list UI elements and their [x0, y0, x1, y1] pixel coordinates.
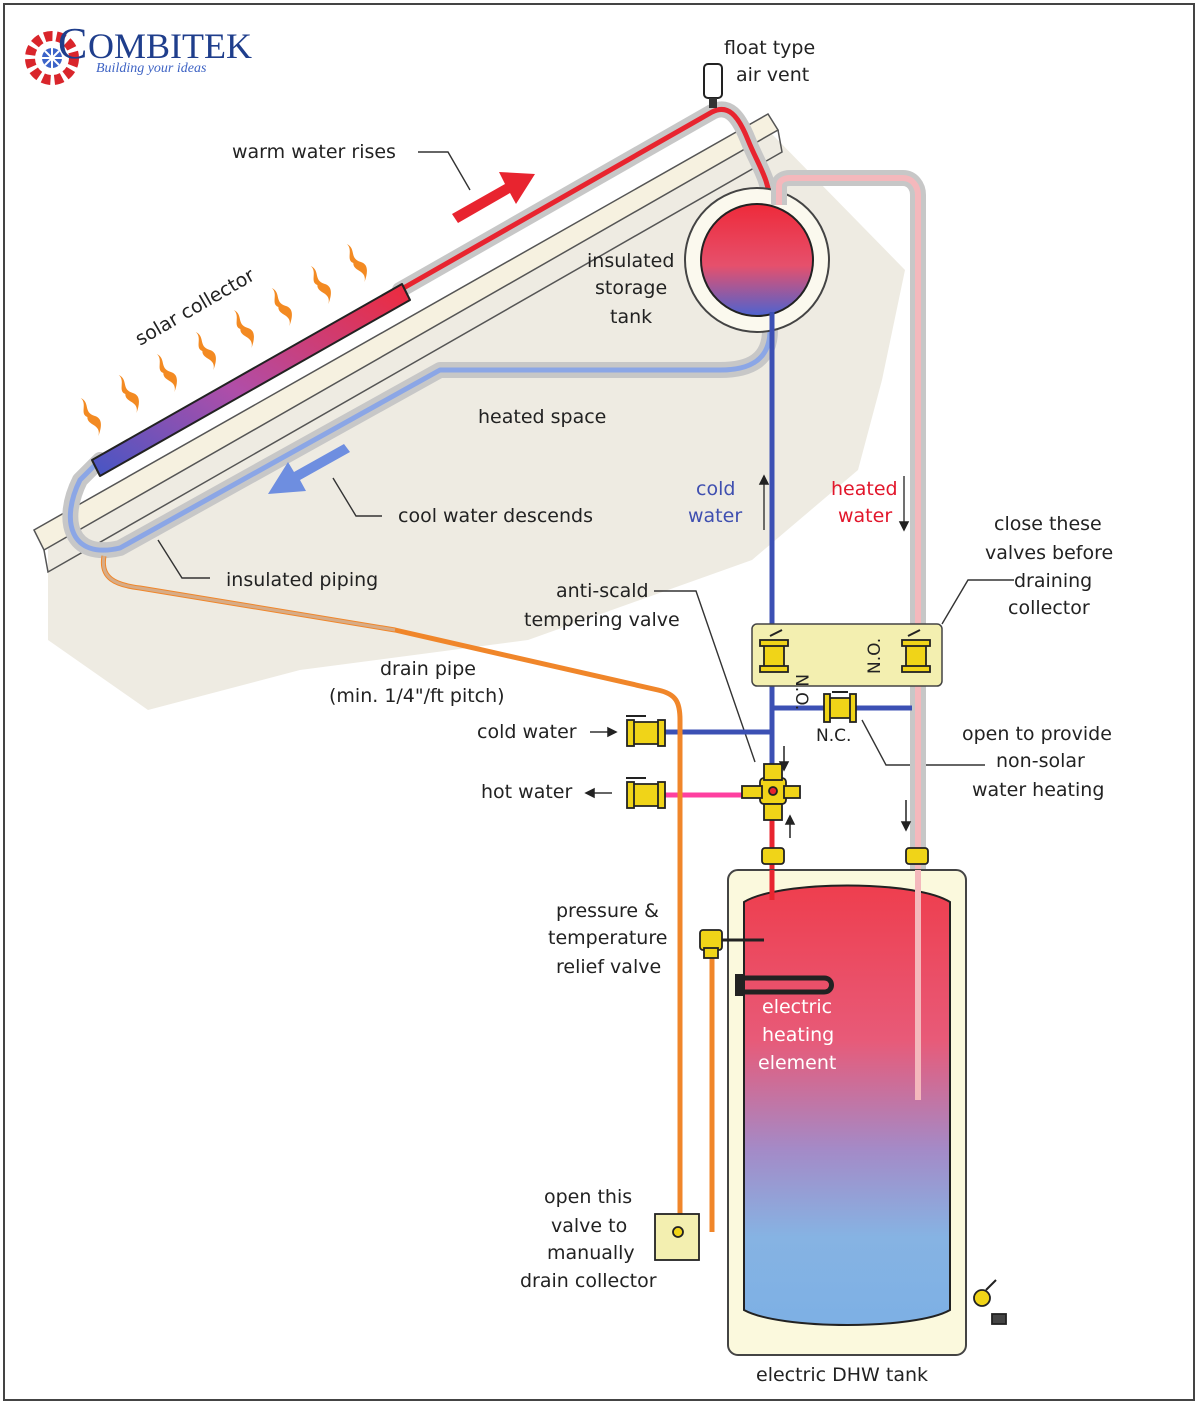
- label-insulated-piping: insulated piping: [226, 569, 378, 591]
- label-no-left: N.O.: [791, 674, 811, 710]
- tempering-valve-icon: [741, 763, 801, 821]
- valve-nc-icon: [823, 691, 857, 723]
- logo-initial: C: [58, 19, 87, 68]
- label-element-2: heating: [762, 1024, 834, 1046]
- valve-box: [751, 623, 943, 687]
- label-element-1: electric: [762, 996, 832, 1018]
- label-air-vent-1: float type: [724, 37, 815, 59]
- label-open-drain-2: valve to: [551, 1215, 627, 1237]
- heated-water-pipe: [776, 175, 921, 1100]
- heating-element-icon: [735, 974, 834, 996]
- label-anti-scald-1: anti-scald: [556, 580, 649, 602]
- logo-emblem-icon: [25, 31, 79, 85]
- warm-water-arrow: [452, 172, 535, 223]
- valve-cold-water-icon: [626, 715, 666, 747]
- label-cold-water-line: cold water: [477, 721, 577, 743]
- supply-pipe-red: [397, 106, 773, 293]
- tank-fitting-left-icon: [761, 847, 785, 865]
- drain-valve-box-icon: [654, 1213, 700, 1261]
- valve-no-left-icon: [759, 629, 789, 673]
- tank-fitting-right-icon: [905, 847, 929, 865]
- flow-arrows: [584, 474, 912, 838]
- label-air-vent-2: air vent: [736, 64, 809, 86]
- label-hot-water-line: hot water: [481, 781, 572, 803]
- label-storage-tank-3: tank: [610, 306, 652, 328]
- label-heated-water-vertical-2: water: [838, 505, 892, 527]
- roof-beam-edge: [43, 129, 783, 574]
- drain-pipe-insulation: [101, 555, 396, 632]
- label-warm-water: warm water rises: [232, 141, 396, 163]
- cool-water-arrow: [268, 444, 350, 494]
- label-close-valves-1: close these: [994, 513, 1102, 535]
- leader-lines: [157, 151, 1014, 794]
- air-vent-icon: [703, 63, 723, 108]
- label-anti-scald-2: tempering valve: [524, 609, 680, 631]
- label-pt-relief-2: temperature: [548, 927, 667, 949]
- label-pt-relief-1: pressure &: [556, 900, 659, 922]
- label-storage-tank-2: storage: [595, 277, 667, 299]
- label-close-valves-2: valves before: [985, 542, 1113, 564]
- storage-tank: [684, 187, 830, 333]
- pt-relief-valve-icon: [699, 929, 723, 959]
- label-open-provide-3: water heating: [972, 779, 1104, 801]
- combitek-logo: C OMBITEK Building your ideas: [25, 19, 252, 85]
- label-drain-pipe-1: drain pipe: [380, 658, 476, 680]
- image-border: [3, 3, 1195, 1401]
- label-cold-water-vertical-1: cold: [696, 478, 735, 500]
- label-no-right: N.O.: [865, 638, 885, 674]
- label-cold-water-vertical-2: water: [688, 505, 742, 527]
- brass-valves: [626, 629, 1007, 1325]
- label-open-provide-2: non-solar: [996, 750, 1085, 772]
- label-solar-collector: solar collector: [132, 264, 259, 350]
- valve-no-right-icon: [901, 629, 931, 673]
- label-open-provide-1: open to provide: [962, 723, 1112, 745]
- label-close-valves-3: draining: [1014, 570, 1092, 592]
- label-open-drain-1: open this: [544, 1186, 632, 1208]
- label-dhw-tank: electric DHW tank: [756, 1364, 928, 1386]
- dhw-tank: [727, 869, 967, 1356]
- label-cool-water: cool water descends: [398, 505, 593, 527]
- label-pt-relief-3: relief valve: [556, 956, 661, 978]
- logo-tagline: Building your ideas: [96, 61, 207, 76]
- label-heated-water-vertical-1: heated: [831, 478, 898, 500]
- label-open-drain-3: manually: [547, 1242, 635, 1264]
- label-drain-pipe-2: (min. 1/4"/ft pitch): [329, 685, 505, 707]
- label-open-drain-4: drain collector: [520, 1270, 657, 1292]
- label-close-valves-4: collector: [1008, 597, 1090, 619]
- label-element-3: element: [758, 1052, 836, 1074]
- cold-branch-pipes: [660, 705, 912, 735]
- logo-name: OMBITEK: [88, 26, 252, 66]
- label-heated-space: heated space: [478, 406, 606, 428]
- valve-hot-water-icon: [626, 777, 666, 809]
- label-nc: N.C.: [816, 726, 851, 746]
- solar-collector: [91, 283, 411, 477]
- label-storage-tank-1: insulated: [587, 250, 674, 272]
- tank-drain-valve-icon: [973, 1279, 1007, 1325]
- return-pipe-blue: [67, 302, 773, 553]
